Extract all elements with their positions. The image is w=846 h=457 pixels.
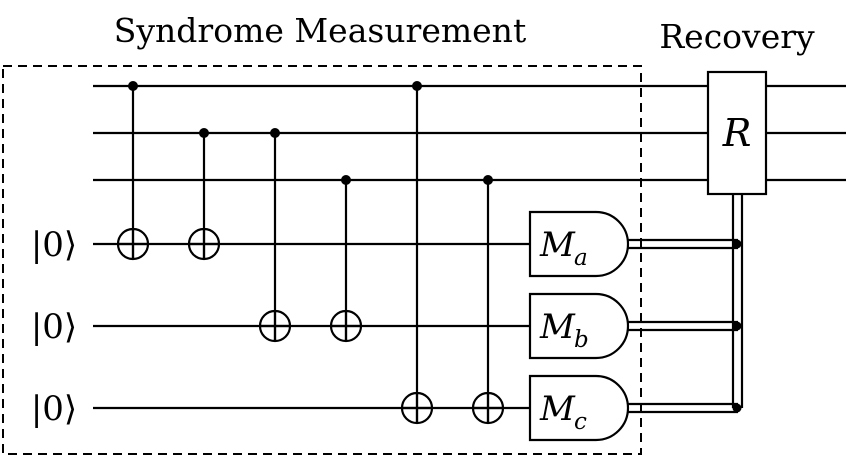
cnot-gate <box>187 128 221 261</box>
meter-subscript-c: c <box>574 409 587 435</box>
cnot-control-dot <box>412 81 422 91</box>
meter-symbol-c: M <box>539 389 576 429</box>
syndrome-measurement-title: Syndrome Measurement <box>114 11 526 50</box>
meter-outline-c <box>528 374 630 442</box>
classical-junction-dot-c <box>732 403 742 413</box>
ancilla-state-label-a: |0⟩ <box>31 225 77 265</box>
cnot-gate <box>258 128 292 343</box>
meter-outline-a <box>528 210 630 278</box>
classical-wires <box>627 194 744 414</box>
syndrome-measurement-box <box>2 65 642 455</box>
cnot-gate <box>329 175 363 343</box>
recovery-gate-symbol: R <box>722 111 752 155</box>
cnot-gate <box>400 81 434 425</box>
meter-subscript-b: b <box>574 327 589 353</box>
recovery-gate-box <box>706 70 768 196</box>
measurement-meter-a: M a <box>528 210 630 278</box>
ancilla-state-label-c: |0⟩ <box>31 389 77 429</box>
ancilla-state-label-b: |0⟩ <box>31 307 77 347</box>
cnot-gate <box>116 81 150 261</box>
meter-subscript-a: a <box>574 245 588 271</box>
cnot-control-dot <box>270 128 280 138</box>
recovery-gate: R <box>706 70 768 196</box>
cnot-control-dot <box>483 175 493 185</box>
recovery-title: Recovery <box>659 17 815 56</box>
classical-junction-dot-a <box>732 239 742 249</box>
measurement-meter-c: M c <box>528 374 630 442</box>
cnot-gates <box>116 81 505 425</box>
cnot-control-dot <box>341 175 351 185</box>
meter-symbol-b: M <box>539 307 576 347</box>
classical-junction-dot-b <box>732 321 742 331</box>
cnot-gate <box>471 175 505 425</box>
cnot-control-dot <box>128 81 138 91</box>
meter-outline-b <box>528 292 630 360</box>
meter-symbol-a: M <box>539 225 576 265</box>
measurement-meter-b: M b <box>528 292 630 360</box>
cnot-control-dot <box>199 128 209 138</box>
